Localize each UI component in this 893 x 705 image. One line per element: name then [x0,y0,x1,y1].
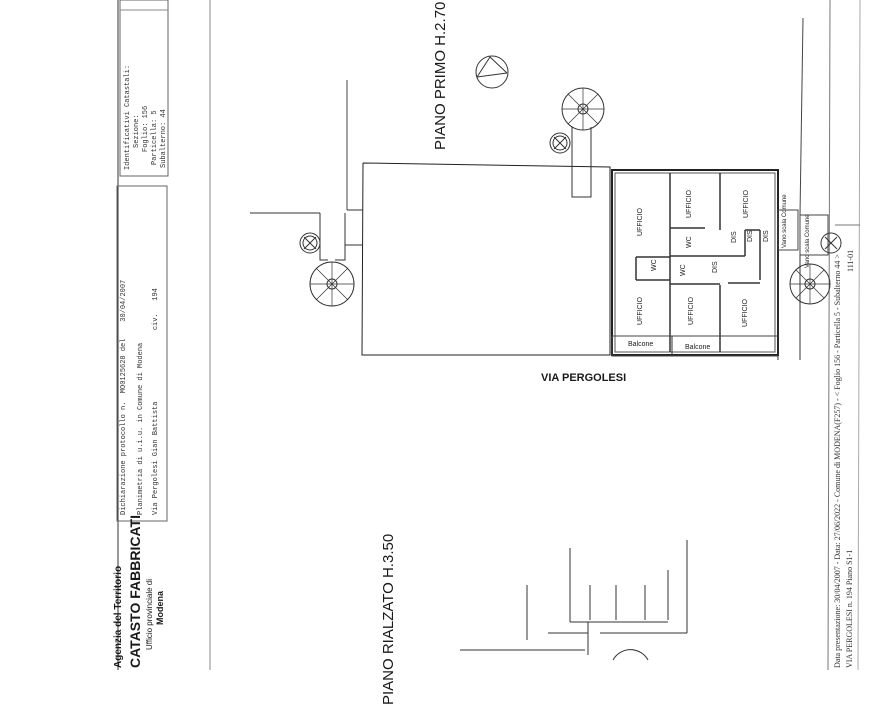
room-label: UFFICIO [742,299,749,327]
protocol-number: MO0125628 del [120,338,128,394]
identifiers-title: Identificativi Catastali: [124,64,132,170]
large-terrace-outline [361,162,611,356]
room-label: WC [651,259,658,271]
room-label: WC [686,236,693,248]
footer-line2: Data presentazione: 30/04/2007 - Data: 2… [833,254,842,668]
declaration-date: 30/04/2007 [120,279,128,322]
sheet-number: 111-01 [846,249,855,272]
balcony-label: Balcone [685,344,711,351]
sezione-label: Sezione: [133,114,141,148]
footer-line3: VIA PERGOLESI n. 194 Piano S1-1 [845,549,854,668]
balcony-label: Balcone [628,341,654,348]
office-unit-outline [611,169,779,356]
stair-label: Vano scala Comune [782,194,788,248]
room-label: UFFICIO [688,297,695,325]
room-label: DIS [763,230,770,242]
room-label: UFFICIO [637,297,644,325]
north-compass-icon [475,55,509,89]
floor-title: PIANO PRIMO H.2.70 [432,1,449,150]
catasto-title: CATASTO FABBRICATI [127,515,143,668]
subalterno-label: Subalterno: 44 [160,109,168,168]
declaration-line3: Via Pergolesi Gian Battista civ. 194 [152,288,160,515]
floor-plan-drawing [116,0,861,670]
identifiers-box [119,0,169,177]
room-label: UFFICIO [743,190,750,218]
office-label: Ufficio provinciale di [145,579,154,650]
spiral-stair-icon-lower [612,649,649,661]
room-label: UFFICIO [686,190,693,218]
foglio-label: Foglio: 156 [142,105,150,152]
right-border [827,0,831,670]
room-label: WC [680,264,687,276]
city-label: Modena [155,590,165,625]
particella-label: Particella: 5 [151,110,159,165]
room-label: DIS [747,230,754,242]
lower-floor-title: PIANO RIALZATO H.3.50 [380,533,397,705]
room-label: DIS [731,231,738,243]
civic-number: 194 [152,288,160,301]
declaration-box [116,185,168,522]
room-label: DIS [712,261,719,273]
street-label: VIA PERGOLESI [541,372,627,384]
declaration-line1: Dichiarazione protocollo n. MO0125628 de… [120,279,128,515]
chimney-icon [299,232,321,254]
room-label: UFFICIO [637,208,644,236]
agency-label: Agenzia del Territorio [113,565,124,668]
declaration-line2: Planimetria di u.i.u. in Comune di Moden… [137,342,145,515]
stair-label: Vano scala Comune [805,214,811,268]
